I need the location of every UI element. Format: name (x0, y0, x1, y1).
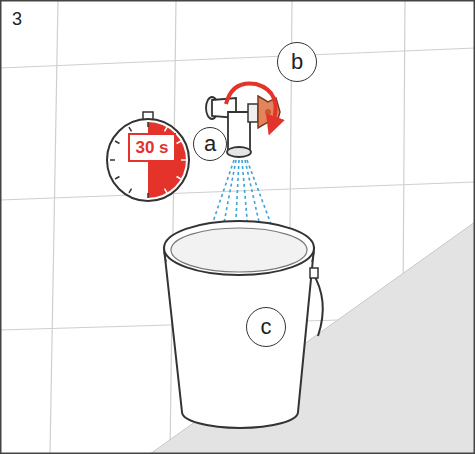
turn-arrow (226, 83, 276, 126)
stopwatch-icon (107, 112, 189, 201)
callout-text: c (261, 316, 272, 338)
callout-letter: c (246, 307, 286, 347)
time-box: 30 s (128, 133, 176, 162)
floor (150, 222, 475, 454)
step-number: 3 (12, 9, 22, 30)
callout-text: a (204, 133, 216, 155)
bucket (164, 221, 323, 428)
callout-letter: b (277, 42, 317, 82)
callout-text: b (291, 51, 303, 73)
callout-letter: a (193, 127, 227, 161)
duration-text: 30 s (135, 139, 168, 156)
